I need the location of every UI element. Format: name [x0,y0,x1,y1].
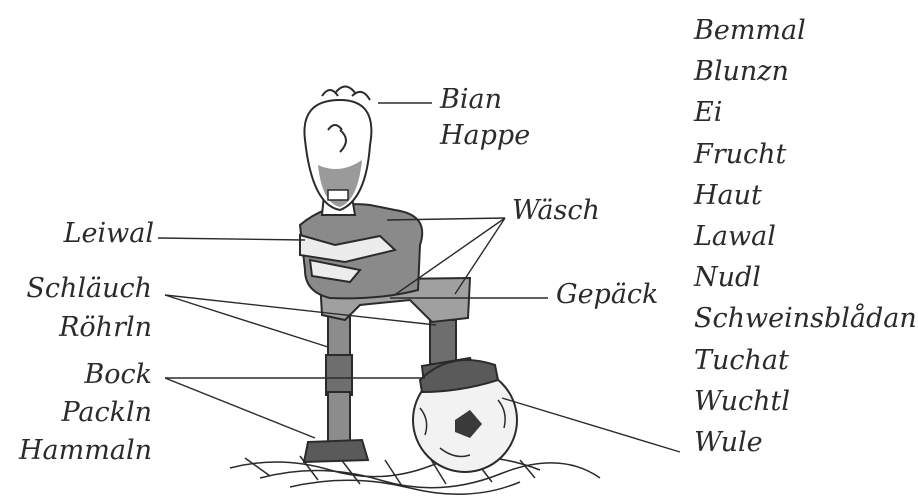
word-list-item: Wule [694,422,917,463]
word-list-item: Nudl [694,257,917,298]
word-list: Bemmal Blunzn Ei Frucht Haut Lawal Nudl … [694,10,917,463]
label-bock: Bock [0,361,152,388]
label-bian: Bian [440,86,502,113]
label-hammaln: Hammaln [0,437,152,464]
label-happe: Happe [440,122,530,149]
label-roehrln: Röhrln [0,314,152,341]
word-list-item: Tuchat [694,340,917,381]
word-list-item: Blunzn [694,51,917,92]
word-list-item: Bemmal [694,10,917,51]
label-leiwal: Leiwal [34,220,154,247]
label-packln: Packln [0,399,152,426]
ground-scribble [230,456,600,494]
hair-tufts [322,86,370,100]
word-list-item: Schweinsblådan [694,298,917,339]
word-list-item: Frucht [694,134,917,175]
label-gepaeck: Gepäck [556,281,658,308]
word-list-item: Ei [694,92,917,133]
word-list-item: Wuchtl [694,381,917,422]
word-list-item: Lawal [694,216,917,257]
label-waesch: Wäsch [512,197,600,224]
label-schlaeuch: Schläuch [0,275,152,302]
word-list-item: Haut [694,175,917,216]
